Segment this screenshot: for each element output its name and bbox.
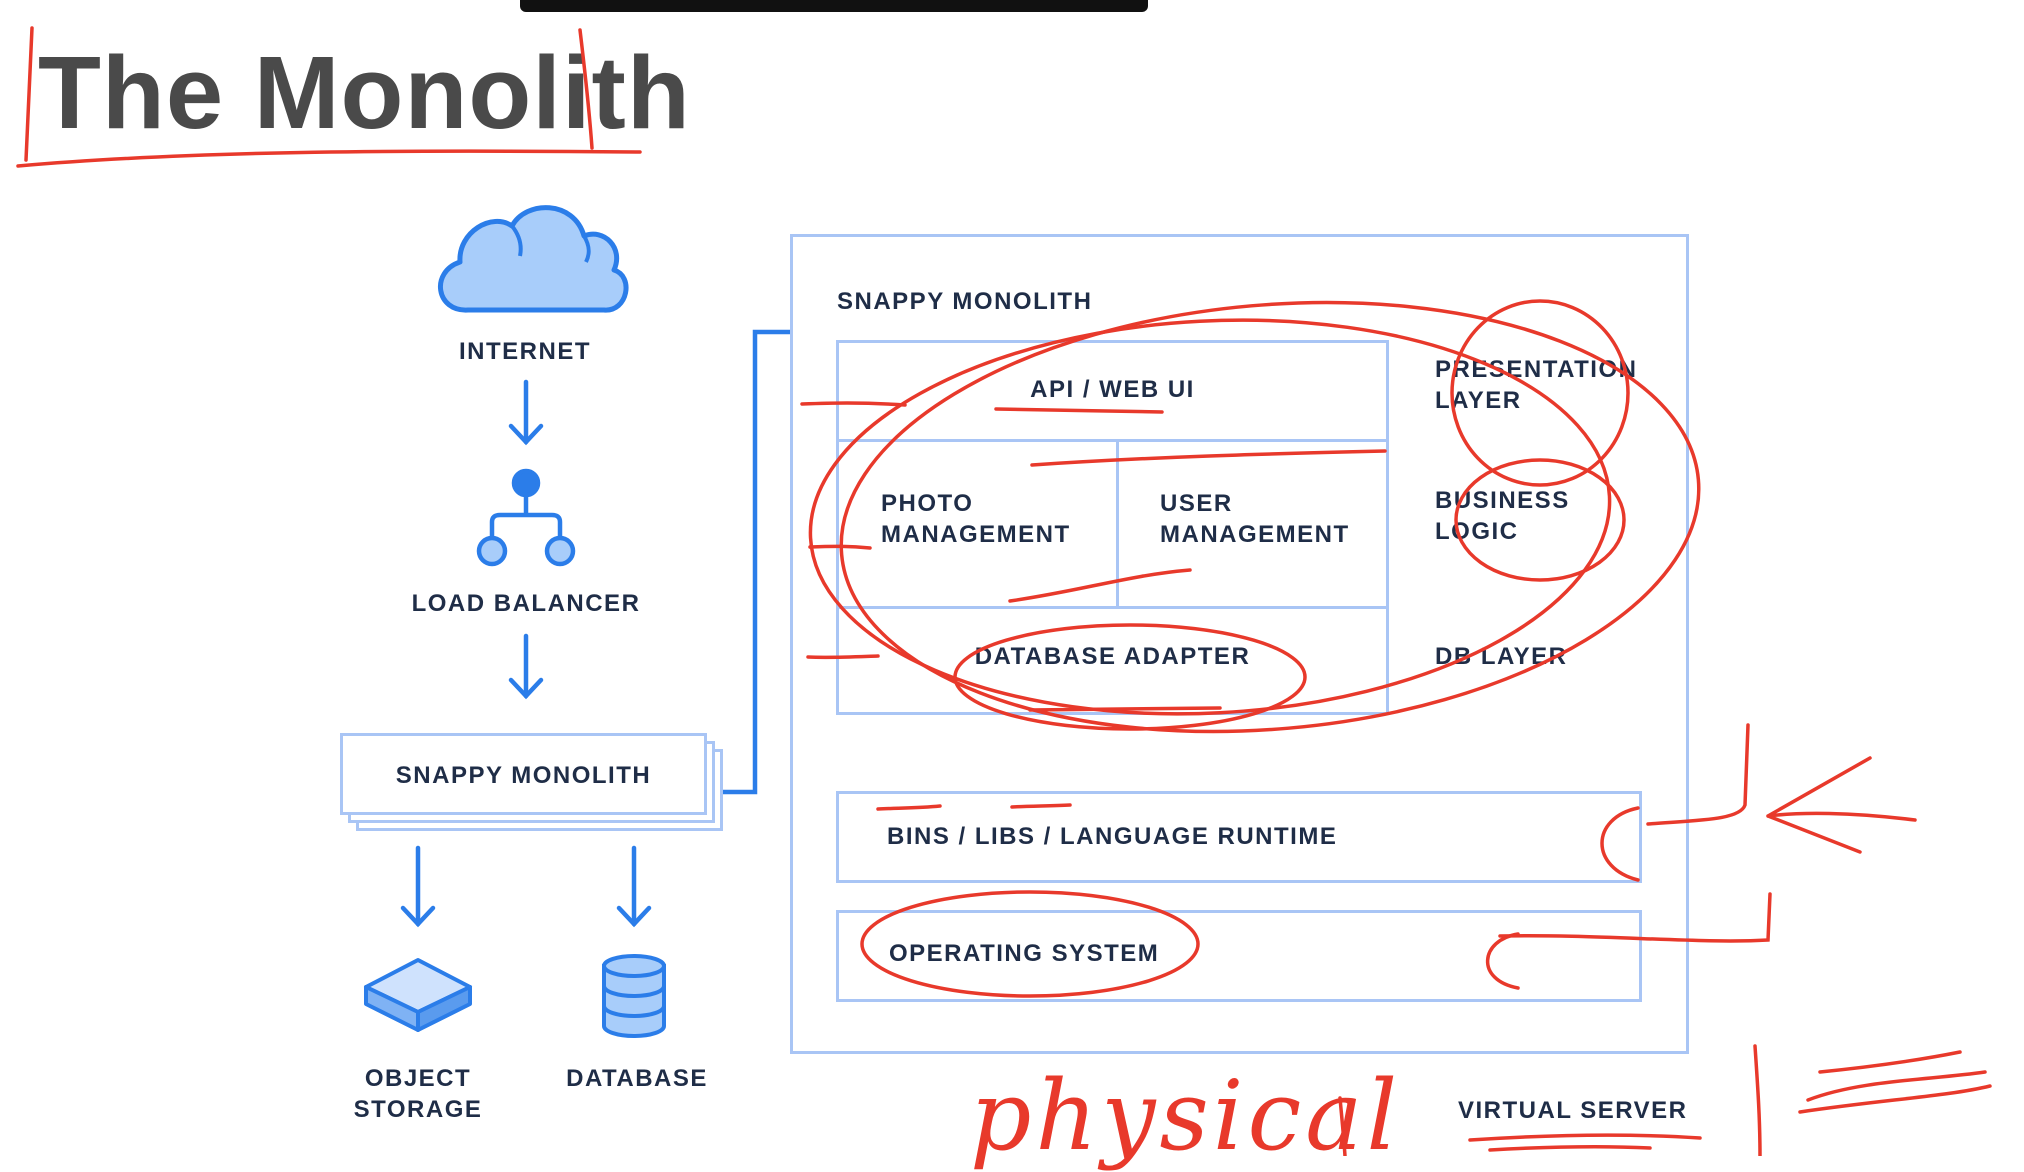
top-bar xyxy=(520,0,1148,12)
user-management-box xyxy=(1116,439,1389,609)
database-adapter-label: DATABASE ADAPTER xyxy=(974,643,1251,670)
virtual-server-box xyxy=(790,234,1689,1054)
expand-connector xyxy=(723,329,790,795)
app-instance-box xyxy=(340,733,707,815)
object-storage-icon xyxy=(364,958,472,1032)
load-balancer-label: LOAD BALANCER xyxy=(411,590,641,617)
database-label: DATABASE xyxy=(566,1065,708,1092)
arrow-down-icon xyxy=(400,379,652,928)
db-layer-label: DB LAYER xyxy=(1435,643,1568,670)
cloud-icon xyxy=(437,205,629,313)
runtime-box xyxy=(836,791,1642,883)
operating-system-box xyxy=(836,910,1642,1002)
runtime-label: BINS / LIBS / LANGUAGE RUNTIME xyxy=(887,823,1338,850)
object-storage-label: OBJECT STORAGE xyxy=(353,1065,483,1123)
internet-label: INTERNET xyxy=(459,338,591,365)
load-balancer-icon xyxy=(476,468,576,567)
app-instance-label: SNAPPY MONOLITH xyxy=(395,762,652,789)
operating-system-label: OPERATING SYSTEM xyxy=(889,940,1160,967)
virtual-server-label: VIRTUAL SERVER xyxy=(1458,1097,1688,1124)
handwritten-physical: physical xyxy=(970,1060,1402,1172)
red-annotations xyxy=(16,26,1992,1156)
server-heading: SNAPPY MONOLITH xyxy=(837,288,1093,315)
api-web-ui-label: API / WEB UI xyxy=(1030,376,1195,403)
database-icon xyxy=(602,954,666,1038)
photo-management-label: PHOTO MANAGEMENT xyxy=(881,490,1071,548)
user-management-label: USER MANAGEMENT xyxy=(1160,490,1350,548)
